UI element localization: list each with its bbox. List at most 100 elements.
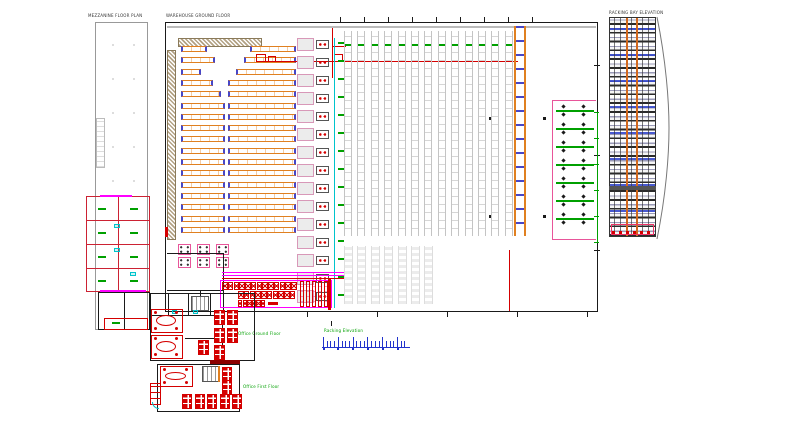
pallet-block [297,218,314,231]
locker-unit [289,291,296,299]
workstation-icon [316,76,329,85]
red-service-box [256,54,266,62]
station-label-dash [338,60,344,62]
orange-rack-row [181,125,225,132]
pallet-block [297,74,314,87]
rack-label-dash [385,44,392,46]
locker-unit [242,300,247,307]
vertical-rack-unit [300,281,304,307]
chair-dot [185,381,188,384]
station-label-dash [338,96,344,98]
small-machine-cluster [178,257,191,268]
elevation-tick [330,341,332,347]
column-grid-dot [112,180,114,182]
rack-upright-dark [620,18,621,236]
elevation-tick [345,341,347,347]
chair-dot [163,368,166,371]
desk-cluster [214,328,225,343]
elevation-tick [348,341,350,347]
office-ground-label: Office Ground Floor [238,331,281,336]
desk-cluster [198,340,209,355]
top-wall-inner-line [167,26,596,28]
orange-rack-row [228,102,296,109]
orange-rack-row [228,226,296,233]
elevation-tick [371,341,373,347]
station-label-dash [338,186,344,188]
column-grid-dot [133,112,135,114]
locker-unit [268,282,274,290]
green-dim-tick [594,138,599,139]
main-building-title: WAREHOUSE GROUND FLOOR [166,13,231,18]
stair-block [202,366,219,382]
machine-bar [556,218,594,220]
machine-bar [556,164,594,166]
rack-detail-body [609,17,656,237]
workstation-icon [316,94,329,103]
door-mark [193,310,198,314]
meeting-table [156,315,176,326]
left-building-title: MEZZANINE FLOOR PLAN [88,13,143,18]
rack-upright-orange [626,18,628,236]
station-label-dash [338,240,344,242]
workstation-icon [316,148,329,157]
orange-rack-row [181,46,207,52]
locker-unit [284,291,290,299]
elevation-tick [367,337,369,347]
red-service-box [268,56,276,62]
machine-bar [556,128,594,130]
interior-wall [167,253,223,254]
rack-label-dash [371,44,378,46]
rack-dark-band [609,186,656,190]
room-label-dash [98,232,106,234]
elevation-tick [363,341,365,347]
workstation-icon [316,238,329,247]
rack-base-box [611,224,654,235]
magenta-wall-accent [100,290,146,292]
short-gray-rack [357,246,367,304]
gray-rack-column [357,31,366,236]
orange-rack-row [228,125,296,132]
vertical-rack-unit [318,281,322,307]
grid-tick-bottom [447,311,448,317]
column-dot [543,117,546,120]
rack-label-dash [345,44,351,46]
rack-label-dash [492,44,499,46]
red-service-line [509,250,510,311]
office-wall [118,196,119,292]
short-gray-rack [397,246,407,304]
gray-rack-column [424,31,433,236]
red-room-box [104,318,148,330]
grid-tick-top [532,17,533,22]
meeting-table [156,341,176,352]
elevation-tick [374,341,376,347]
orange-rack-row [228,159,296,165]
main-building-outline [165,22,598,312]
stair-block [191,296,209,311]
elevation-tick [334,341,336,347]
desk-cluster [207,394,217,409]
column-grid-dot [133,78,135,80]
locker-unit [266,291,273,299]
machine-bar [556,110,594,112]
small-machine-cluster [197,244,210,255]
chair-dot [175,337,178,340]
room-label-dash [130,208,138,210]
orange-rack-row [228,215,296,222]
meeting-table [165,372,186,380]
grid-tick-top [388,17,389,22]
green-dim-tick [594,112,599,113]
orange-vertical-rack [514,26,526,236]
magenta-line [222,275,344,276]
red-wall-mark [165,227,168,237]
orange-rack-row [181,79,213,86]
machine-enclosure [552,100,596,240]
orange-rack-row [228,113,296,120]
desk-cluster [194,394,205,409]
column-grid-dot [133,44,135,46]
room-label-dash [112,322,120,324]
locker-label-dash [268,302,278,305]
short-gray-rack [424,246,434,304]
station-label-dash [338,150,344,152]
locker-unit [222,282,228,290]
chair-dot [175,327,178,330]
